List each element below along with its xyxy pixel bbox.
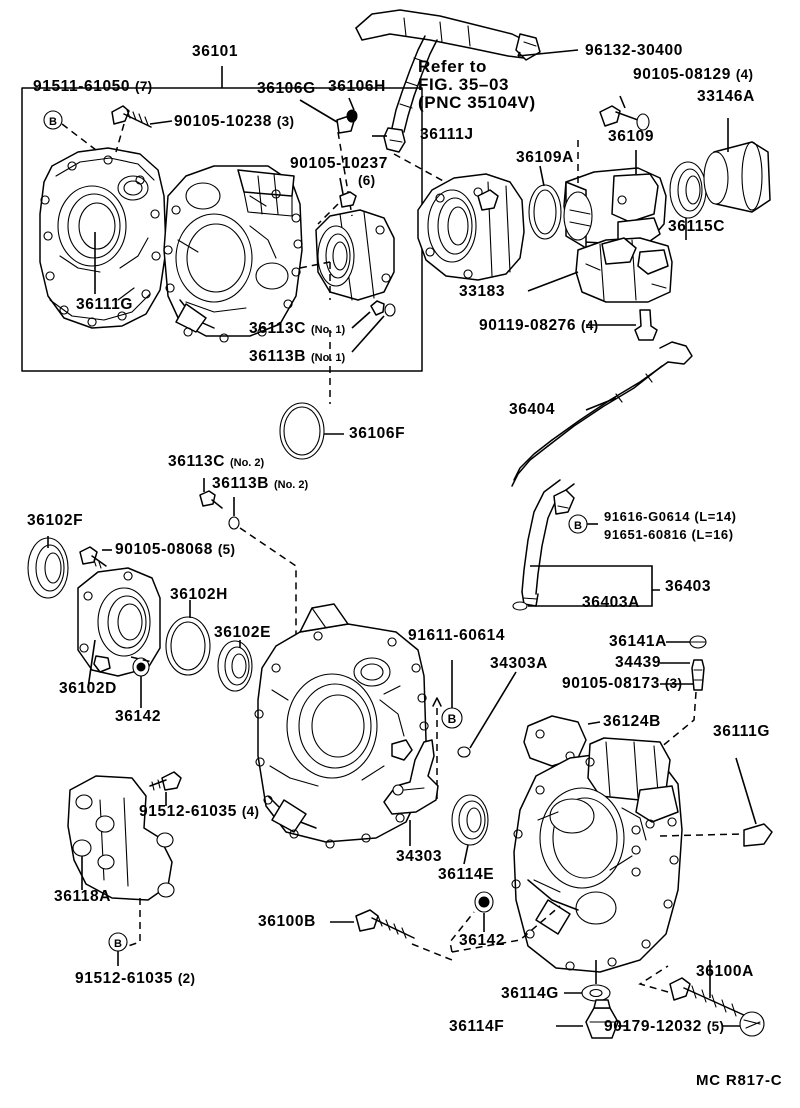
- label-36113C-no1: 36113C (No. 1): [249, 320, 345, 337]
- label-91511-61050-text: 91511-61050: [33, 78, 131, 95]
- label-36113C-no2: 36113C (No. 2): [168, 453, 264, 470]
- label-90105-08173: 90105-08173 (3): [562, 675, 682, 692]
- label-36102E: 36102E: [214, 624, 272, 641]
- label-33146A: 33146A: [697, 88, 755, 105]
- label-90105-10237-text: 90105-10237: [290, 155, 388, 172]
- label-91511-61050: 91511-61050 (7): [33, 78, 152, 95]
- label-90179-12032-text: 90179-12032: [604, 1018, 702, 1035]
- label-90105-08068: 90105-08068 (5): [115, 541, 235, 558]
- label-90105-10238: 90105-10238 (3): [174, 113, 294, 130]
- label-36115C: 36115C: [668, 218, 726, 235]
- label-36113C-no1-text: 36113C: [249, 320, 307, 337]
- label-91611-60614: 91611-60614: [408, 627, 506, 644]
- label-36100A: 36100A: [696, 963, 754, 980]
- label-90105-08129-text: 90105-08129: [633, 66, 731, 83]
- label-90119-08276: 90119-08276 (4): [479, 317, 598, 334]
- label-36141A: 36141A: [609, 633, 667, 650]
- label-33183: 33183: [459, 283, 506, 300]
- label-36111G-top: 36111G: [76, 296, 134, 313]
- label-36113B-no2-suffix: (No. 2): [273, 479, 309, 491]
- label-90105-10237-qty: (6): [358, 173, 376, 189]
- label-36100B: 36100B: [258, 913, 316, 930]
- label-90105-08068-text: 90105-08068: [115, 541, 213, 558]
- label-34303A: 34303A: [490, 655, 548, 672]
- label-36113C-no1-suffix: (No. 1): [310, 324, 346, 336]
- label-90179-12032-qty: (5): [706, 1019, 725, 1034]
- label-90105-08129-qty: (4): [735, 67, 754, 82]
- label-36102F: 36102F: [27, 512, 84, 529]
- reference-note-line2: FIG. 35–03: [418, 74, 510, 94]
- label-36113B-no1: 36113B (No. 1): [249, 348, 345, 365]
- label-36118A: 36118A: [54, 888, 112, 905]
- label-36106H: 36106H: [328, 78, 386, 95]
- svg-text:B: B: [574, 520, 582, 532]
- label-90105-08068-qty: (5): [217, 542, 236, 557]
- label-36111G-bottom: 36111G: [713, 723, 771, 740]
- label-36109: 36109: [608, 128, 655, 145]
- label-36106F: 36106F: [349, 425, 406, 442]
- label-91512-61035-2: 91512-61035 (2): [75, 970, 195, 987]
- label-36102D: 36102D: [59, 680, 117, 697]
- label-36109A: 36109A: [516, 149, 574, 166]
- label-90119-08276-text: 90119-08276: [479, 317, 577, 334]
- label-36113B-no2: 36113B (No. 2): [212, 475, 308, 492]
- label-36142-mid: 36142: [459, 932, 506, 949]
- label-36404: 36404: [509, 401, 556, 418]
- label-34439: 34439: [615, 654, 662, 671]
- label-90105-08173-text: 90105-08173: [562, 675, 660, 692]
- reference-note-line1: Refer to: [418, 57, 488, 76]
- label-36111J: 36111J: [420, 126, 474, 143]
- sheet-code: MC R817-C: [696, 1072, 783, 1089]
- label-91512-61035-4-text: 91512-61035: [139, 803, 237, 820]
- reference-note-line3: (PNC 35104V): [418, 92, 536, 112]
- label-36114E: 36114E: [438, 866, 495, 883]
- label-34303: 34303: [396, 848, 443, 865]
- label-90119-08276-qty: (4): [581, 318, 599, 333]
- label-36102H: 36102H: [170, 586, 228, 603]
- label-91616-G0614: 91616-G0614 (L=14): [604, 509, 737, 524]
- label-91512-61035-4: 91512-61035 (4): [139, 803, 259, 820]
- label-36106G: 36106G: [257, 80, 316, 97]
- label-90105-10238-text: 90105-10238: [174, 113, 272, 130]
- label-36101: 36101: [192, 43, 239, 60]
- label-90105-10237: 90105-10237 (6): [290, 155, 388, 190]
- label-90179-12032: 90179-12032 (5): [604, 1018, 724, 1035]
- label-90105-10238-qty: (3): [276, 114, 295, 129]
- label-36142-left: 36142: [115, 708, 162, 725]
- label-91511-61050-qty: (7): [135, 79, 153, 94]
- label-36113B-no1-suffix: (No. 1): [310, 352, 346, 364]
- svg-text:B: B: [114, 938, 122, 950]
- label-36114G: 36114G: [501, 985, 559, 1002]
- label-91512-61035-2-qty: (2): [177, 971, 196, 986]
- label-36113C-no2-suffix: (No. 2): [229, 457, 265, 469]
- label-36113B-no1-text: 36113B: [249, 348, 307, 365]
- svg-text:B: B: [49, 116, 57, 128]
- label-90105-08173-qty: (3): [664, 676, 683, 691]
- reference-note: Refer to FIG. 35–03 (PNC 35104V): [418, 58, 536, 112]
- label-96132-30400: 96132-30400: [585, 42, 683, 59]
- label-91512-61035-2-text: 91512-61035: [75, 970, 173, 987]
- label-36403A: 36403A: [582, 594, 640, 611]
- label-91512-61035-4-qty: (4): [241, 804, 260, 819]
- label-36114F: 36114F: [449, 1018, 505, 1035]
- label-36113B-no2-text: 36113B: [212, 475, 270, 492]
- svg-text:B: B: [448, 712, 457, 726]
- label-90105-08129: 90105-08129 (4): [633, 66, 753, 83]
- label-36403: 36403: [665, 578, 712, 595]
- label-36124B: 36124B: [603, 713, 661, 730]
- label-36113C-no2-text: 36113C: [168, 453, 226, 470]
- label-91651-60816: 91651-60816 (L=16): [604, 527, 734, 542]
